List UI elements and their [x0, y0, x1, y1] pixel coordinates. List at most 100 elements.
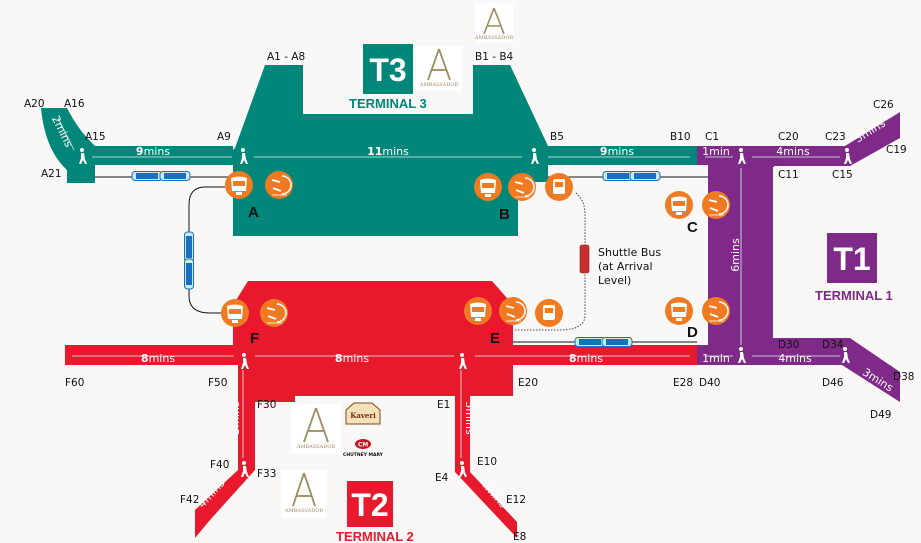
terminal-1-building [697, 112, 900, 402]
skytrain-station-icon [464, 297, 492, 325]
gate-label: F42 [180, 494, 199, 506]
skytrain-icon [601, 337, 633, 347]
gate-label: E4 [435, 472, 449, 484]
skytrain-icon [574, 337, 606, 347]
walk-time-f60-f50: 8mins [141, 352, 175, 365]
gate-label: D30 [778, 339, 799, 351]
gate-label: A1 - A8 [267, 51, 305, 63]
gate-label: F40 [210, 459, 229, 471]
terminal-1-name: TERMINAL 1 [815, 288, 893, 303]
walk-time-d40-d46: 4mins [778, 352, 812, 365]
walk-time-e20-e28: 8mins [569, 352, 603, 365]
skytrain-station-icon [221, 299, 249, 327]
svg-text:AMBASSADOR: AMBASSADOR [474, 35, 513, 41]
gate-label: B5 [550, 131, 564, 143]
gate-label: B1 - B4 [475, 51, 514, 63]
skytrain-icon [184, 258, 194, 290]
walk-time-b10-c1: 1min [702, 145, 730, 158]
skytrain-icon [159, 171, 191, 181]
kaveri-logo: Kaveri [345, 402, 381, 425]
zone-label-b: B [499, 206, 510, 223]
svg-text:T3: T3 [369, 52, 406, 88]
gate-label: F33 [257, 468, 276, 480]
walk-time-e1-e10: 3mins [463, 401, 476, 435]
gate-label: E12 [506, 494, 526, 506]
gate-labels: A20 A16 A15 A21 A9 A1 - A8 B1 - B4 B5 B1… [24, 51, 914, 543]
gate-label: D34 [822, 339, 844, 351]
gate-label: C11 [778, 169, 799, 181]
gate-label: C26 [873, 99, 894, 111]
zone-label-f: F [250, 330, 259, 347]
ambassador-logo: AMBASSADOR [291, 404, 341, 454]
terminal-2-name: TERMINAL 2 [336, 529, 414, 543]
svg-text:Shuttle Bus: Shuttle Bus [598, 246, 661, 259]
terminal-2-badge: T2 TERMINAL 2 [336, 481, 414, 543]
terminal-1-badge: T1 TERMINAL 1 [815, 233, 893, 303]
shuttle-bus-stop-icon [545, 173, 573, 201]
zone-label-a: A [248, 204, 259, 221]
terminal-2-building [65, 281, 697, 538]
gate-label: E1 [437, 399, 450, 411]
gate-label: F30 [257, 399, 276, 411]
chutney-mary-logo: CM CHUTNEY MARY [343, 439, 384, 458]
zone-label-d: D [687, 324, 698, 341]
skytrain-station-icon [474, 173, 502, 201]
gate-label: A20 [24, 98, 45, 110]
walk-time-b5-b10: 9mins [600, 145, 634, 158]
svg-text:T2: T2 [351, 487, 388, 523]
walk-time-c1-c15: 4mins [776, 145, 810, 158]
svg-text:AMBASSADOR: AMBASSADOR [419, 82, 458, 88]
gate-label: C1 [705, 131, 719, 143]
skytrain-icon [602, 171, 634, 181]
zone-label-c: C [687, 219, 698, 236]
gate-label: C20 [778, 131, 799, 143]
transfer-icon [507, 172, 537, 202]
skytrain-station-icon [225, 171, 253, 199]
svg-text:CHUTNEY MARY: CHUTNEY MARY [343, 452, 384, 458]
transfer-icon [259, 298, 289, 328]
walk-time-a15-a9: 9mins [136, 145, 170, 158]
transfer-icon [701, 190, 731, 220]
gate-label: E20 [518, 377, 538, 389]
svg-text:Kaveri: Kaveri [350, 411, 376, 420]
terminal-3-building [41, 65, 700, 236]
gate-label: D40 [699, 377, 720, 389]
gate-label: F50 [208, 377, 227, 389]
transfer-icon [498, 296, 528, 326]
skytrain-icon [629, 171, 661, 181]
shuttle-bus-note: Shuttle Bus (at Arrival Level) [598, 246, 661, 287]
ambassador-logo: AMBASSADOR [474, 3, 513, 43]
gate-label: D38 [893, 371, 914, 383]
gate-label: C19 [886, 144, 907, 156]
gate-label: D49 [870, 409, 891, 421]
gate-label: C15 [832, 169, 853, 181]
zone-label-e: E [490, 330, 500, 347]
transfer-icon [264, 170, 294, 200]
svg-text:Level): Level) [598, 274, 631, 287]
skytrain-icon [184, 231, 194, 263]
ambassador-logo: AMBASSADOR [281, 470, 327, 518]
shuttle-bus-stop-icon [535, 299, 563, 327]
terminal-3-name: TERMINAL 3 [349, 96, 427, 111]
gate-label: D46 [822, 377, 844, 389]
svg-text:AMBASSADOR: AMBASSADOR [284, 508, 323, 514]
gate-label: A21 [41, 168, 62, 180]
ambassador-logo: AMBASSADOR [416, 46, 462, 91]
walk-time-a9-b5: 11mins [367, 145, 409, 158]
walk-time-e28-d40: 1min [702, 352, 730, 365]
skytrain-station-icon [665, 297, 693, 325]
svg-text:CM: CM [358, 442, 368, 449]
gate-label: C23 [825, 131, 846, 143]
svg-text:(at Arrival: (at Arrival [598, 260, 653, 273]
walk-time-f50-e20: 8mins [335, 352, 369, 365]
walk-time-c-to-d: 6mins [729, 238, 742, 272]
gate-label: A9 [217, 131, 231, 143]
shuttle-bus-icon [579, 244, 590, 274]
svg-text:AMBASSADOR: AMBASSADOR [296, 444, 335, 450]
zone-labels: A B C D E F [248, 204, 698, 347]
skytrain-routes [95, 171, 708, 347]
walk-time-f50-f33: 3mins [229, 401, 242, 435]
gate-label: E8 [513, 531, 526, 543]
walk-lines [57, 117, 840, 458]
